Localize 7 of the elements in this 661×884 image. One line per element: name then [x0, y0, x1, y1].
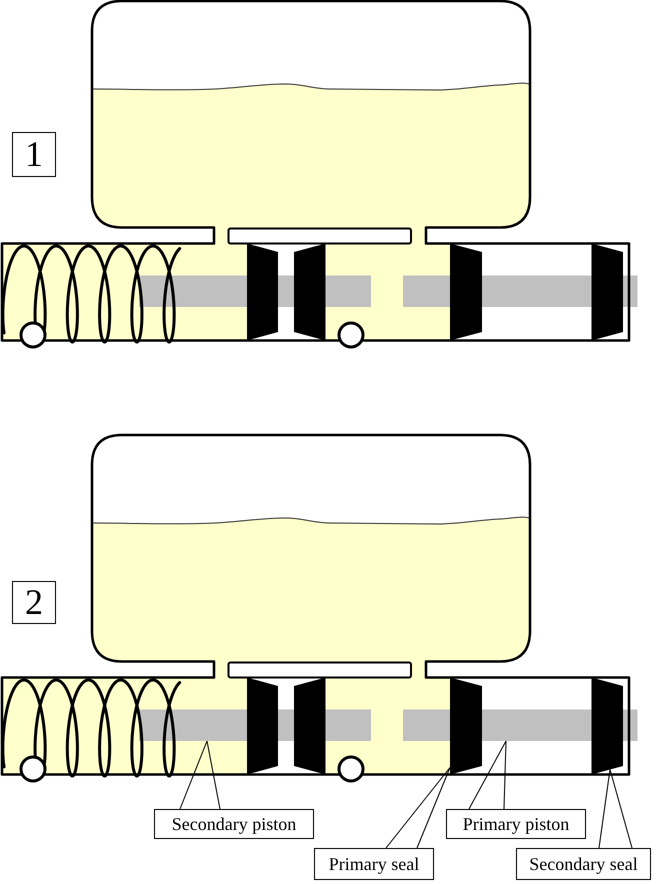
leader-line — [386, 767, 450, 848]
callout-label: Secondary piston — [154, 809, 314, 839]
callout-label: Primary piston — [446, 809, 586, 839]
callout-label: Secondary seal — [516, 848, 651, 880]
leader-line — [598, 769, 632, 848]
callout-label: Primary seal — [314, 848, 434, 880]
diagram-number: 1 — [12, 132, 56, 177]
